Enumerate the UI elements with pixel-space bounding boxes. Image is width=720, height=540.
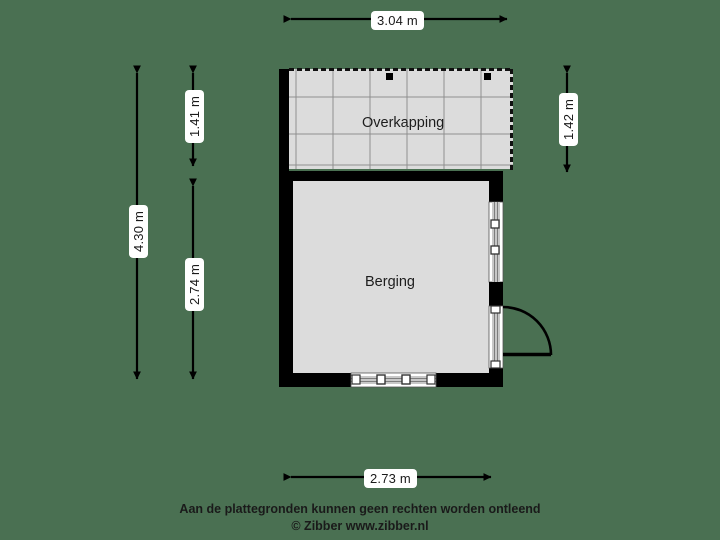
overkapping-floor-fill — [289, 69, 513, 169]
room-label-overkapping: Overkapping — [362, 115, 445, 131]
window-right-wall — [488, 201, 504, 283]
canopy-post-icon — [484, 73, 491, 80]
wall-between-canopy-and-berging — [279, 171, 503, 181]
door-right-wall — [488, 305, 553, 369]
window-handle-icon — [351, 374, 361, 385]
window-handle-icon — [401, 374, 411, 385]
wall-berging-left — [279, 171, 293, 387]
room-label-berging: Berging — [365, 274, 415, 290]
overkapping-area — [289, 68, 513, 170]
footer-copyright: © Zibber www.zibber.nl — [291, 519, 429, 533]
window-bottom-wall — [350, 372, 437, 388]
dimension-label-right: 1.42 m — [559, 93, 578, 146]
overkapping-tile-grid — [289, 69, 513, 169]
wall-upper-left — [279, 69, 289, 181]
dimension-label-bottom: 2.73 m — [364, 469, 417, 488]
window-handle-icon — [490, 219, 500, 229]
canopy-post-icon — [386, 73, 393, 80]
dimension-label-top: 3.04 m — [371, 11, 424, 30]
wall-pier-right — [489, 282, 503, 306]
window-handle-icon — [490, 245, 500, 255]
berging-floor-fill — [293, 181, 489, 373]
dimension-label-left-inner-lower: 2.74 m — [185, 258, 204, 311]
window-handle-icon — [376, 374, 386, 385]
dimension-label-left-inner-upper: 1.41 m — [185, 90, 204, 143]
footer-disclaimer: Aan de plattegronden kunnen geen rechten… — [179, 502, 541, 516]
dimension-label-left-outer: 4.30 m — [129, 205, 148, 258]
door-swing-arc — [502, 305, 553, 356]
window-handle-icon — [426, 374, 436, 385]
